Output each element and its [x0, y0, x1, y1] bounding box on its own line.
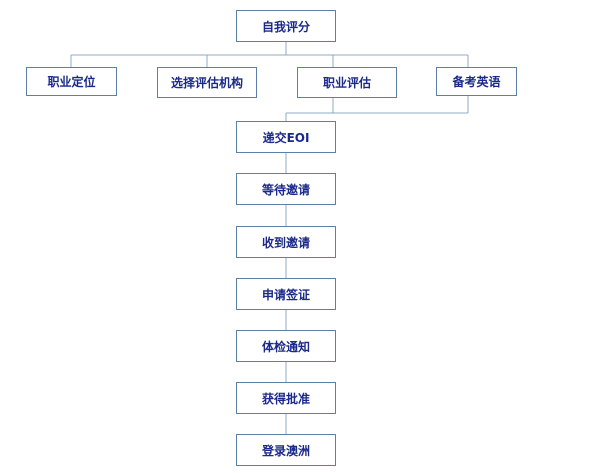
node-await-invitation: 等待邀请 [236, 173, 336, 205]
node-label: 自我评分 [261, 19, 310, 34]
node-label: 等待邀请 [261, 182, 310, 197]
node-medical-notice: 体检通知 [236, 330, 336, 362]
node-skills-assessment: 职业评估 [297, 67, 397, 98]
node-label: 申请签证 [261, 287, 310, 302]
node-label: 体检通知 [261, 339, 310, 354]
node-receive-invitation: 收到邀请 [236, 226, 336, 258]
node-label: 登录澳洲 [261, 443, 310, 458]
node-label: 职业评估 [322, 76, 371, 90]
node-label: 选择评估机构 [170, 76, 243, 90]
node-occupation-positioning: 职业定位 [26, 67, 117, 96]
node-label: 收到邀请 [261, 235, 310, 250]
node-submit-eoi: 递交EOI [236, 121, 336, 153]
node-label: 获得批准 [261, 391, 310, 406]
node-land-australia: 登录澳洲 [236, 434, 336, 466]
node-self-assessment: 自我评分 [236, 10, 336, 42]
node-approval: 获得批准 [236, 382, 336, 414]
node-label: 递交EOI [262, 130, 310, 145]
node-choose-assessing-body: 选择评估机构 [157, 67, 257, 98]
node-label: 备考英语 [452, 75, 501, 89]
node-english-prep: 备考英语 [436, 67, 517, 96]
node-apply-visa: 申请签证 [236, 278, 336, 310]
node-label: 职业定位 [47, 75, 96, 89]
